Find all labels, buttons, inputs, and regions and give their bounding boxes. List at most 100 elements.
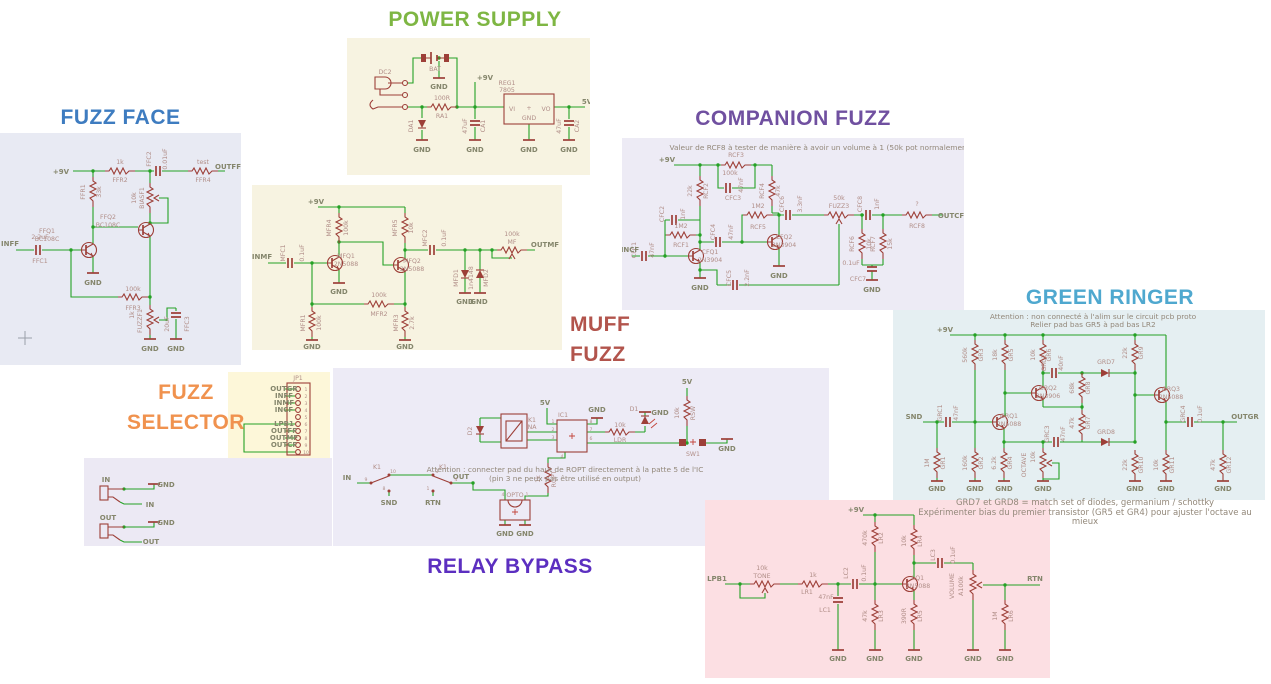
schematic-label: CA1: [480, 120, 487, 133]
capacitor-mfc1: [287, 257, 293, 269]
schematic-label: GND: [866, 655, 884, 663]
title-green-ringer: GREEN RINGER: [1025, 286, 1195, 309]
schematic-label: 0.1uF: [861, 564, 868, 582]
schematic-label: SW1: [686, 451, 700, 458]
schematic-label: 3: [436, 469, 439, 475]
schematic-label: 22k: [1122, 347, 1129, 359]
schematic-label: MF: [508, 239, 517, 246]
schematic-label: (pin 3 ne peux pas être utilisé en outpu…: [489, 474, 641, 483]
schematic-label: DC2: [378, 69, 391, 76]
relay-contacts: [369, 473, 453, 493]
schematic-label: BIASF1: [139, 187, 146, 209]
capacitor-grc3: [1053, 436, 1059, 448]
schematic-label: RSW: [690, 406, 697, 420]
audio-jack-out: [99, 523, 124, 541]
resistor-ldr: [604, 428, 636, 436]
capacitor-lc3: [937, 557, 943, 569]
schematic-label: 2: [305, 394, 308, 400]
fuzz-face-components: [18, 165, 219, 345]
schematic-label: OPTO: [506, 492, 523, 499]
grd7-note-line1: GRD7 et GRD8 = match set of diodes, germ…: [955, 498, 1215, 508]
schematic-label: 6: [305, 422, 308, 428]
schematic-label: 8: [590, 419, 593, 425]
schematic-label: 3.3nF: [797, 195, 804, 213]
resistor-ffr2: [104, 167, 136, 175]
schematic-label: FFC3: [184, 316, 191, 331]
fuzz-face-wires: [16, 169, 225, 339]
schematic-label: 47k: [1069, 417, 1076, 429]
schematic-label: 100R: [434, 95, 451, 102]
battery: [421, 52, 449, 64]
schematic-label: 10k: [1153, 459, 1160, 471]
capacitor-grc4: [1187, 416, 1193, 428]
schematic-label: LR5: [917, 610, 924, 622]
schematic-label: 1k: [809, 572, 817, 579]
capacitor-cfc3: [725, 182, 731, 194]
schematic-label: OUT: [100, 514, 117, 522]
schematic-label: SND: [381, 499, 398, 507]
schematic-label: MFD1: [453, 269, 460, 287]
schematic-label: 7805: [499, 87, 515, 94]
schematic-label: ROPT: [551, 470, 558, 487]
resistor-rcf8: [901, 211, 933, 219]
relay-bypass-wires: [357, 388, 728, 525]
schematic-label: OUTGR: [270, 385, 298, 393]
schematic-label: FFR3: [125, 305, 140, 312]
audio-jack-in: [99, 485, 124, 503]
schematic-label: 100k: [722, 170, 738, 177]
pot-tone: [750, 581, 780, 593]
schematic-label: RA1: [436, 113, 448, 120]
schematic-label: GND: [691, 284, 709, 292]
schematic-label: 1M: [992, 611, 999, 620]
schematic-label: 47k: [775, 185, 782, 197]
schematic-label: 100k: [343, 220, 350, 236]
schematic-label: RCF4: [759, 183, 766, 199]
schematic-label: MFR4: [326, 219, 333, 236]
schematic-label: OUTFF: [271, 427, 297, 435]
schematic-label: GRD7: [1097, 359, 1115, 366]
schematic-label: GR8: [1085, 381, 1092, 394]
schematic-label: GRD8: [1097, 429, 1115, 436]
schematic-label: GND: [470, 298, 488, 306]
capacitor-cfc6: [785, 209, 791, 221]
schematic-label: +9V: [53, 168, 70, 176]
fuzz-selector-schematic: JP1OUTGRINFFINMFINCFLPB1OUTFFOUTMFOUTCF1…: [243, 375, 311, 456]
grd7-note-line2: Expérimenter bias du premier transistor …: [918, 507, 1252, 527]
schematic-label: NA: [528, 424, 538, 431]
capacitor-ca1: [469, 120, 481, 126]
io-wires: [119, 484, 155, 543]
companion-fuzz-schematic: Valeur de RCF8 à tester de manière à avo…: [622, 143, 964, 294]
schematic-label: D1: [630, 406, 639, 413]
schematic-label: 1: [427, 486, 430, 492]
schematic-label: VI: [509, 106, 515, 113]
schematic-label: 0.1uF: [299, 244, 306, 262]
schematic-label: FFC2: [146, 151, 153, 166]
schematic-label: GND: [430, 83, 448, 91]
schematic-label: LDR: [614, 437, 627, 444]
schematic-label: 2.7k: [409, 316, 416, 330]
schematic-label: GND: [560, 146, 578, 154]
schematic-label: LC1: [819, 607, 831, 614]
origin-crosshair: [18, 331, 32, 345]
schematic-label: FFC1: [32, 258, 47, 265]
schematic-label: +9V: [308, 198, 325, 206]
resistor-rcf7: [879, 228, 887, 260]
schematic-label: 47nF: [738, 177, 745, 193]
schematic-label: GND: [413, 146, 431, 154]
schematic-label: FFR4: [195, 177, 210, 184]
diode-d2: [475, 425, 485, 435]
schematic-label: Attention : connecter pad du haut de ROP…: [427, 465, 704, 474]
schematic-label: INMF: [274, 399, 294, 407]
schematic-label: GND: [157, 481, 175, 489]
schematic-label: GRC3: [1044, 425, 1051, 442]
schematic-label: CFC7: [850, 276, 866, 283]
schematic-label: GND: [141, 345, 159, 353]
schematic-label: CFC2: [659, 206, 666, 222]
schematic-label: GR4: [1007, 456, 1014, 469]
schematic-label: GND: [516, 530, 534, 538]
fuzz-selector-wires: [243, 388, 295, 453]
schematic-label: 10k: [614, 422, 626, 429]
